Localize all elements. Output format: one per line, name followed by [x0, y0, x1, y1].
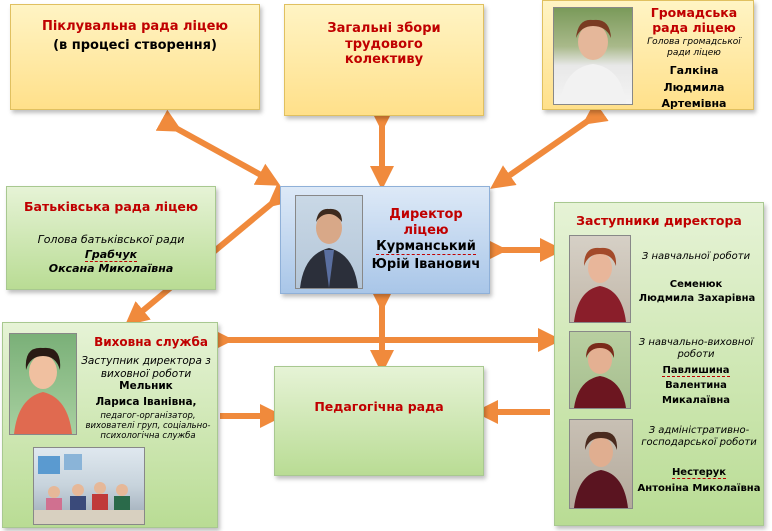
educational-service-name: Лариса Іванівна,	[95, 396, 197, 408]
arrow-trustees-director	[155, 109, 281, 186]
director-title: Директор ліцею	[389, 207, 463, 238]
director-surname: Курманський	[376, 239, 476, 255]
educational-service-role: Заступник директора з виховної роботи Ме…	[81, 355, 211, 393]
educational-service-title: Виховна служба	[94, 335, 208, 349]
public-council-role: Голова громадської ради ліцею	[647, 37, 741, 58]
public-council-name: Галкіна Людмила Артемівна	[661, 64, 727, 110]
public-council-title: Громадська рада ліцею	[650, 5, 738, 35]
arrow-public-director	[490, 101, 609, 189]
parents-council-role: Голова батьківської ради	[37, 233, 185, 246]
deputy-3-name: Антоніна Миколаївна	[637, 483, 761, 494]
deputy-3-photo	[569, 419, 633, 509]
public-council-box: Громадська рада ліцею Голова громадської…	[542, 0, 754, 110]
director-name: Юрій Іванович	[371, 257, 481, 272]
pedagogical-council-box: Педагогічна рада	[274, 366, 484, 476]
parents-council-title: Батьківська рада ліцею	[24, 199, 198, 214]
director-box: Директор ліцею Курманський Юрій Іванович	[280, 186, 490, 294]
public-council-photo	[553, 7, 633, 105]
trustees-title: Піклувальна рада ліцею	[41, 19, 229, 34]
deputies-title: Заступники директора	[576, 213, 742, 228]
deputy-2-surname: Павлишина	[662, 365, 730, 377]
parents-council-box: Батьківська рада ліцею Голова батьківськ…	[6, 186, 216, 290]
deputies-box: Заступники директора З навчальної роботи…	[554, 202, 764, 526]
deputy-2-photo	[569, 331, 631, 409]
deputy-2-name: Валентина Микалаївна	[662, 380, 730, 406]
trustees-board-box: Піклувальна рада ліцею (в процесі створе…	[10, 4, 260, 110]
parents-council-name: Оксана Миколаївна	[48, 262, 174, 275]
deputy-3-surname: Нестерук	[671, 467, 727, 479]
educational-service-box: Виховна служба Заступник директора з вих…	[2, 322, 218, 528]
deputy-2-role: З навчально-виховної роботи	[638, 337, 754, 360]
service-head-photo	[9, 333, 77, 435]
educational-service-staff: педагог-організатор, вихователі груп, со…	[85, 411, 211, 442]
pedagogical-council-title: Педагогічна рада	[314, 399, 444, 414]
deputy-1-role: З навчальної роботи	[641, 251, 751, 262]
deputy-1-photo	[569, 235, 631, 323]
trustees-note: (в процесі створення)	[53, 38, 217, 53]
general-assembly-title: Загальні збори трудового колективу	[327, 21, 441, 68]
service-group-photo	[33, 447, 145, 525]
general-assembly-box: Загальні збори трудового колективу	[284, 4, 484, 116]
parents-council-surname: Грабчук	[84, 248, 138, 262]
deputy-1-name: Людмила Захарівна	[638, 293, 756, 304]
deputy-1-surname: Семенюк	[669, 279, 723, 290]
deputy-3-role: З адміністративно-господарської роботи	[641, 425, 757, 448]
director-photo	[295, 195, 363, 289]
